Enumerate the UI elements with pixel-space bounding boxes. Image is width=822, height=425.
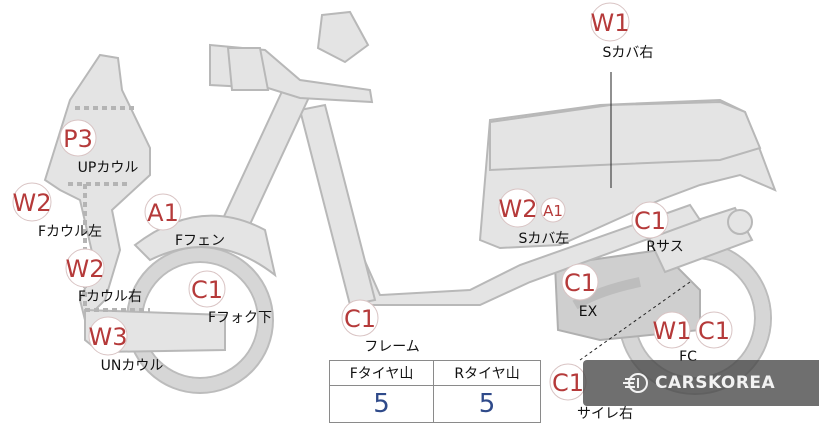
marker-c1-rsus: C1 [631, 201, 669, 239]
svg-text:C1: C1 [344, 305, 376, 333]
cowl-zone-outline [68, 106, 150, 312]
marker-c1-fc: C1 [695, 311, 733, 349]
label-s-cover-left: Sカバ左 [519, 231, 570, 247]
label-f-fork-lower: Fフォク下 [208, 310, 272, 326]
svg-text:A1: A1 [147, 199, 179, 227]
tire-table-value-row: 5 5 [328, 385, 541, 423]
carskorea-logo-icon [623, 373, 648, 393]
label-s-cover-right: Sカバ右 [603, 45, 654, 61]
watermark-text: CARSKOREA [655, 373, 776, 393]
r-sus-pointer [579, 281, 691, 361]
front-tire-value: 5 [328, 385, 435, 423]
label-side-right: サイレ右 [577, 406, 633, 422]
svg-text:C1: C1 [698, 317, 730, 345]
seat [489, 100, 762, 172]
mirror [316, 10, 370, 64]
marker-w2-seat: W2 [498, 188, 538, 228]
tire-table-header-row: Fタイヤ山 Rタイヤ山 [328, 360, 541, 386]
marker-a1-front: A1 [144, 193, 182, 231]
svg-text:W1: W1 [591, 9, 630, 37]
label-frame: フレーム [364, 339, 420, 355]
rear-shock-cap [727, 209, 753, 235]
main-frame-tube [298, 103, 377, 307]
label-f-cowl-left: Fカウル左 [38, 224, 102, 240]
label-ex: EX [579, 304, 598, 320]
svg-text:A1: A1 [543, 202, 563, 220]
svg-text:W1: W1 [653, 317, 692, 345]
headlight [226, 47, 270, 91]
svg-text:C1: C1 [191, 276, 223, 304]
carskorea-watermark: CARSKOREA [583, 360, 819, 406]
front-tire-header: Fタイヤ山 [328, 360, 435, 386]
marker-w1-fc: W1 [653, 311, 692, 349]
svg-text:W2: W2 [499, 195, 538, 223]
svg-text:C1: C1 [634, 207, 666, 235]
svg-text:C1: C1 [552, 369, 584, 397]
rear-tire-value: 5 [433, 385, 541, 423]
marker-w1-top: W1 [590, 2, 630, 42]
rear-tire-header: Rタイヤ山 [433, 360, 541, 386]
label-f-cowl-right: Fカウル右 [78, 289, 142, 305]
marker-a1-seat: A1 [540, 197, 566, 223]
marker-c1-fork: C1 [188, 270, 226, 308]
svg-text:C1: C1 [564, 269, 596, 297]
svg-text:W2: W2 [13, 189, 52, 217]
rear-shock [646, 206, 754, 274]
tire-tread-table: Fタイヤ山 Rタイヤ山 5 5 [328, 360, 541, 423]
label-r-sus: Rサス [646, 239, 683, 255]
exhaust-pipe [572, 277, 641, 310]
svg-text:W2: W2 [66, 255, 105, 283]
marker-w2-mid: W2 [65, 248, 105, 288]
marker-w3: W3 [88, 316, 128, 356]
svg-text:W3: W3 [89, 323, 128, 351]
label-un-cowl: UNカウル [101, 358, 164, 374]
marker-c1-ex: C1 [561, 263, 599, 301]
svg-text:P3: P3 [63, 125, 93, 153]
marker-w2-left: W2 [12, 182, 52, 222]
marker-c1-frame: C1 [341, 299, 379, 337]
label-f-fender: Fフェン [175, 233, 225, 249]
front-fork [218, 83, 312, 237]
label-up-cowl: UPカウル [78, 160, 139, 176]
marker-p3: P3 [59, 119, 97, 157]
marker-c1-stand: C1 [549, 363, 587, 401]
